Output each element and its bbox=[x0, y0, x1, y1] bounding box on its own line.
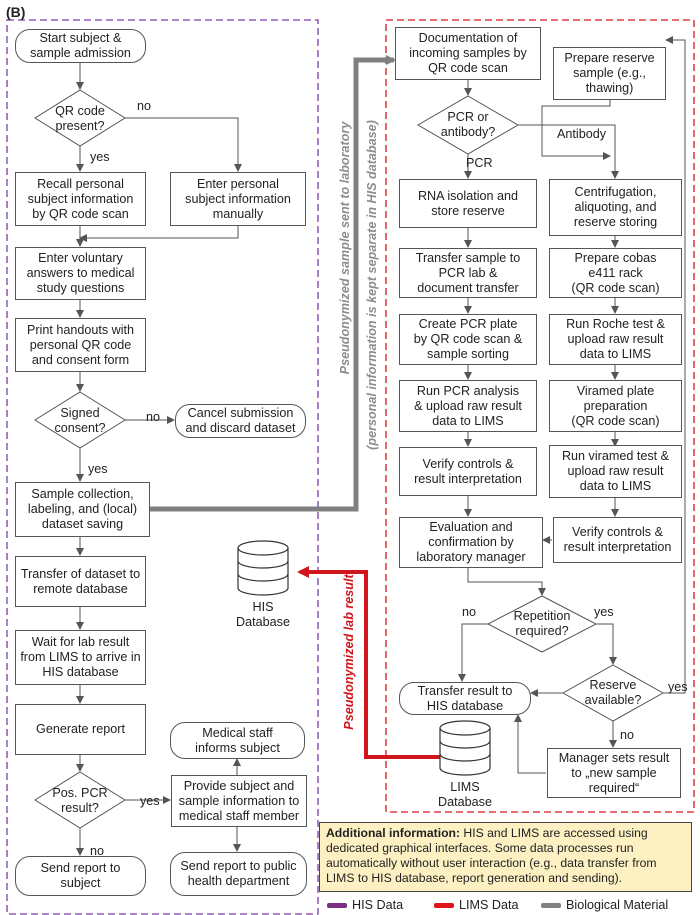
node-send-public: Send report to public health department bbox=[170, 852, 307, 896]
diamond-repetition bbox=[486, 595, 598, 653]
info-heading: Additional information: bbox=[326, 826, 461, 840]
node-collection: Sample collection, labeling, and (local)… bbox=[15, 482, 150, 537]
node-prepare-reserve: Prepare reserve sample (e.g., thawing) bbox=[553, 47, 666, 100]
node-rna: RNA isolation and store reserve bbox=[399, 179, 537, 228]
lims-region-border bbox=[385, 19, 695, 813]
node-viramed-plate: Viramed plate preparation (QR code scan) bbox=[549, 380, 682, 432]
node-run-viramed: Run viramed test & upload raw result dat… bbox=[549, 445, 682, 498]
lims-database-label: LIMS Database bbox=[438, 780, 492, 809]
lims-database-icon bbox=[439, 720, 491, 776]
label-no-reserve: no bbox=[620, 728, 635, 742]
node-reserve-available: Reserve available? bbox=[584, 678, 642, 707]
node-run-roche: Run Roche test & upload raw result data … bbox=[549, 314, 682, 365]
node-enter-manual: Enter personal subject information manua… bbox=[170, 172, 306, 226]
node-create-plate: Create PCR plate by QR code scan & sampl… bbox=[399, 314, 537, 365]
node-wait: Wait for lab result from LIMS to arrive … bbox=[15, 630, 146, 685]
label-yes-pos: yes bbox=[140, 794, 160, 808]
node-pos-pcr: Pos. PCR result? bbox=[52, 786, 108, 815]
legend-material-swatch bbox=[541, 902, 561, 908]
additional-info-box: Additional information: HIS and LIMS are… bbox=[319, 822, 692, 892]
node-print: Print handouts with personal QR code and… bbox=[15, 318, 146, 372]
node-start: Start subject & sample admission bbox=[15, 29, 146, 63]
node-prepare-cobas: Prepare cobas e411 rack (QR code scan) bbox=[549, 248, 682, 298]
label-yes-qr: yes bbox=[90, 150, 110, 164]
legend-lims-label: LIMS Data bbox=[459, 898, 519, 912]
legend-material-label: Biological Material bbox=[566, 898, 669, 912]
legend-material: Biological Material bbox=[541, 898, 668, 912]
node-verify-right: Verify controls & result interpretation bbox=[553, 517, 682, 563]
node-send-subject: Send report to subject bbox=[15, 856, 146, 896]
node-pcr-or-antibody: PCR or antibody? bbox=[440, 110, 496, 139]
node-staff-informs: Medical staff informs subject bbox=[170, 722, 305, 759]
label-pcr: PCR bbox=[466, 156, 493, 170]
node-provide: Provide subject and sample information t… bbox=[171, 775, 307, 827]
legend-his: HIS Data bbox=[327, 898, 403, 912]
label-no-pos: no bbox=[90, 844, 105, 858]
node-generate: Generate report bbox=[15, 704, 146, 755]
label-antibody: Antibody bbox=[557, 127, 607, 141]
panel-label: (B) bbox=[6, 4, 26, 20]
node-documentation: Documentation of incoming samples by QR … bbox=[395, 27, 541, 80]
label-no-signed: no bbox=[146, 410, 161, 424]
label-yes-repetition: yes bbox=[594, 605, 614, 619]
node-evaluation: Evaluation and confirmation by laborator… bbox=[399, 517, 543, 568]
node-run-pcr: Run PCR analysis & upload raw result dat… bbox=[399, 380, 537, 432]
his-database-icon bbox=[237, 540, 289, 596]
label-yes-reserve: yes bbox=[668, 680, 688, 694]
node-voluntary: Enter voluntary answers to medical study… bbox=[15, 247, 146, 300]
label-no-qr: no bbox=[137, 99, 152, 113]
legend-lims-swatch bbox=[434, 902, 454, 908]
node-recall: Recall personal subject information by Q… bbox=[15, 172, 146, 226]
legend-his-label: HIS Data bbox=[352, 898, 404, 912]
label-yes-signed: yes bbox=[88, 462, 108, 476]
node-repetition: Repetition required? bbox=[513, 609, 571, 638]
node-transfer-his: Transfer result to HIS database bbox=[399, 682, 531, 715]
label-pseudonymized-result: Pseudonymized lab result bbox=[342, 574, 356, 730]
material-arrow bbox=[150, 55, 396, 512]
his-region-border bbox=[6, 19, 319, 915]
node-signed: Signed consent? bbox=[54, 406, 106, 435]
node-centrifugation: Centrifugation, aliquoting, and reserve … bbox=[549, 179, 682, 236]
node-verify-left: Verify controls & result interpretation bbox=[399, 447, 537, 496]
label-personal-info: (personal information is kept separate i… bbox=[365, 120, 379, 450]
node-manager-sets: Manager sets result to „new sample requi… bbox=[547, 748, 681, 798]
node-transfer-pcr: Transfer sample to PCR lab & document tr… bbox=[399, 248, 537, 298]
info-text: HIS and LIMS are accessed using dedicate… bbox=[326, 826, 657, 885]
node-transfer-remote: Transfer of dataset to remote database bbox=[15, 556, 146, 607]
legend-lims: LIMS Data bbox=[434, 898, 519, 912]
legend-his-swatch bbox=[327, 902, 347, 908]
label-no-repetition: no bbox=[462, 605, 477, 619]
node-qr-present: QR code present? bbox=[55, 104, 105, 133]
node-cancel: Cancel submission and discard dataset bbox=[175, 404, 306, 438]
label-pseudonymized-sample: Pseudonymized sample sent to laboratory bbox=[338, 121, 352, 375]
his-database-label: HIS Database bbox=[236, 600, 290, 629]
lims-result-arrow bbox=[297, 566, 440, 759]
